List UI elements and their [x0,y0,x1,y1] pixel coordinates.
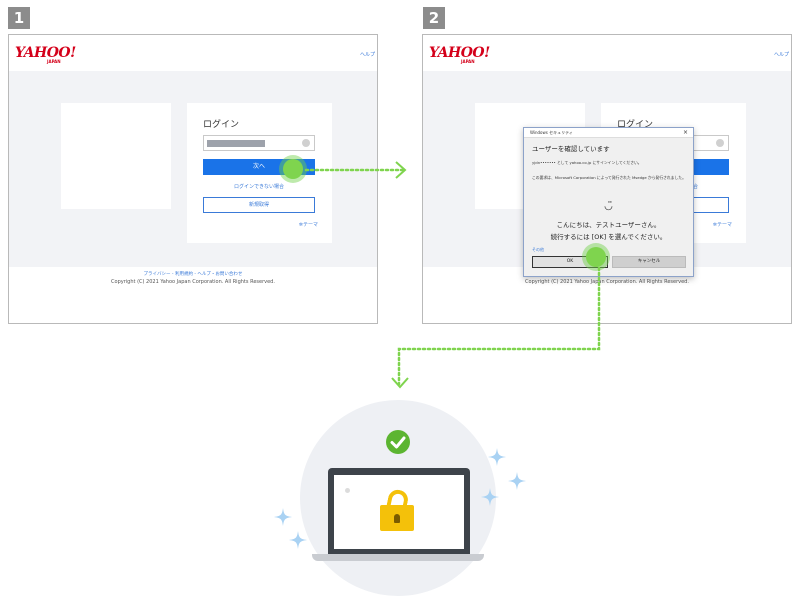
yahoo-logo-sub: JAPAN [47,59,61,64]
dialog-account-line: yjdn••••••• として yahoo.co.jp にサインインしてください… [532,160,642,165]
clear-input-icon[interactable] [716,139,724,147]
copyright: Copyright (C) 2021 Yahoo Japan Corporati… [111,279,275,285]
signup-button[interactable]: 新規取得 [203,197,315,213]
help-link[interactable]: ヘルプ [773,52,789,58]
login-title: ログイン [203,120,240,130]
dialog-instruction: 続行するには [OK] を選んでください。 [550,233,667,241]
dialog-request-line: この要求は、Microsoft Corporation によって発行された Ms… [532,175,686,180]
step-2-screenshot: YAHOO! JAPAN ヘルプ ログイン 次へ ログインできない場合 新規取得… [422,34,792,324]
sparkle-icon [488,448,506,466]
dialog-titlebar: Windows セキュリティ × [524,128,693,138]
login-card: ログイン 次へ ログインできない場合 新規取得 ✲テーマ [187,103,332,243]
arrow-step2-head [391,377,409,389]
sparkle-icon [289,531,307,549]
yahoo-logo[interactable]: YAHOO! [15,45,76,61]
login-title: ログイン [617,120,654,130]
step-1-badge: 1 [8,7,30,29]
theme-link[interactable]: ✲テーマ [298,222,318,228]
tap-indicator-next [279,155,307,183]
arrow-step2-to-result [397,266,601,386]
theme-icon: ✲ [712,222,717,228]
laptop-base [312,554,484,561]
step-2-badge: 2 [423,7,445,29]
windows-security-dialog: Windows セキュリティ × ユーザーを確認しています yjdn••••••… [523,127,694,277]
sparkle-icon [508,472,526,490]
dialog-greeting: こんにちは、テストユーザーさん。 [556,221,661,229]
cancel-button[interactable]: キャンセル [612,256,686,268]
yahoo-id-input[interactable] [203,135,315,151]
check-circle-icon [386,430,410,454]
cant-login-link[interactable]: ログインできない場合 [233,184,284,190]
side-card [61,103,171,209]
dialog-heading: ユーザーを確認しています [532,145,610,153]
theme-icon: ✲ [298,222,303,228]
yahoo-header: YAHOO! JAPAN ヘルプ [9,35,377,71]
footer-links[interactable]: プライバシー - 利用規約 - ヘルプ・お問い合わせ [143,272,243,277]
copyright: Copyright (C) 2021 Yahoo Japan Corporati… [525,279,689,285]
yahoo-logo-sub: JAPAN [461,59,475,64]
help-link[interactable]: ヘルプ [359,52,375,58]
more-options-link[interactable]: その他 [532,247,544,252]
theme-link[interactable]: ✲テーマ [712,222,732,228]
yahoo-header: YAHOO! JAPAN ヘルプ [423,35,791,71]
smile-icon: ◡̈ [604,201,613,212]
clear-input-icon[interactable] [302,139,310,147]
sparkle-icon [481,488,499,506]
tap-indicator-ok [582,243,610,271]
dialog-window-title: Windows セキュリティ [530,130,573,135]
step-1-screenshot: YAHOO! JAPAN ヘルプ ログイン 次へ ログインできない場合 新規取得… [8,34,378,324]
laptop-camera-dot [345,488,350,493]
sparkle-icon [274,508,292,526]
arrow-step1-head [395,161,407,179]
close-icon[interactable]: × [682,129,688,136]
keyhole [394,514,400,523]
yahoo-logo[interactable]: YAHOO! [429,45,490,61]
masked-id-value [207,140,265,147]
